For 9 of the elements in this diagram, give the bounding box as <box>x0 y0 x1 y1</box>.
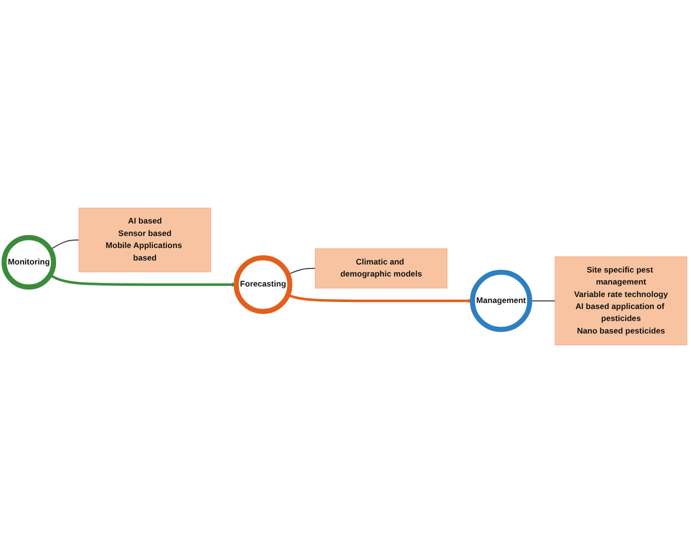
node-circle: Forecasting <box>234 255 292 314</box>
arrow <box>287 294 473 304</box>
connector <box>288 268 316 275</box>
connector <box>50 239 79 250</box>
node-box: Climatic and demographic models <box>314 248 448 288</box>
node-circle: Management <box>470 270 532 332</box>
node-circle: Monitoring <box>2 235 56 290</box>
node-box: Site specific pest management Variable rate technology AI based application of pesticides Nano based pesticides <box>554 256 688 346</box>
node-box: AI based Sensor based Mobile Applications based <box>78 208 212 272</box>
